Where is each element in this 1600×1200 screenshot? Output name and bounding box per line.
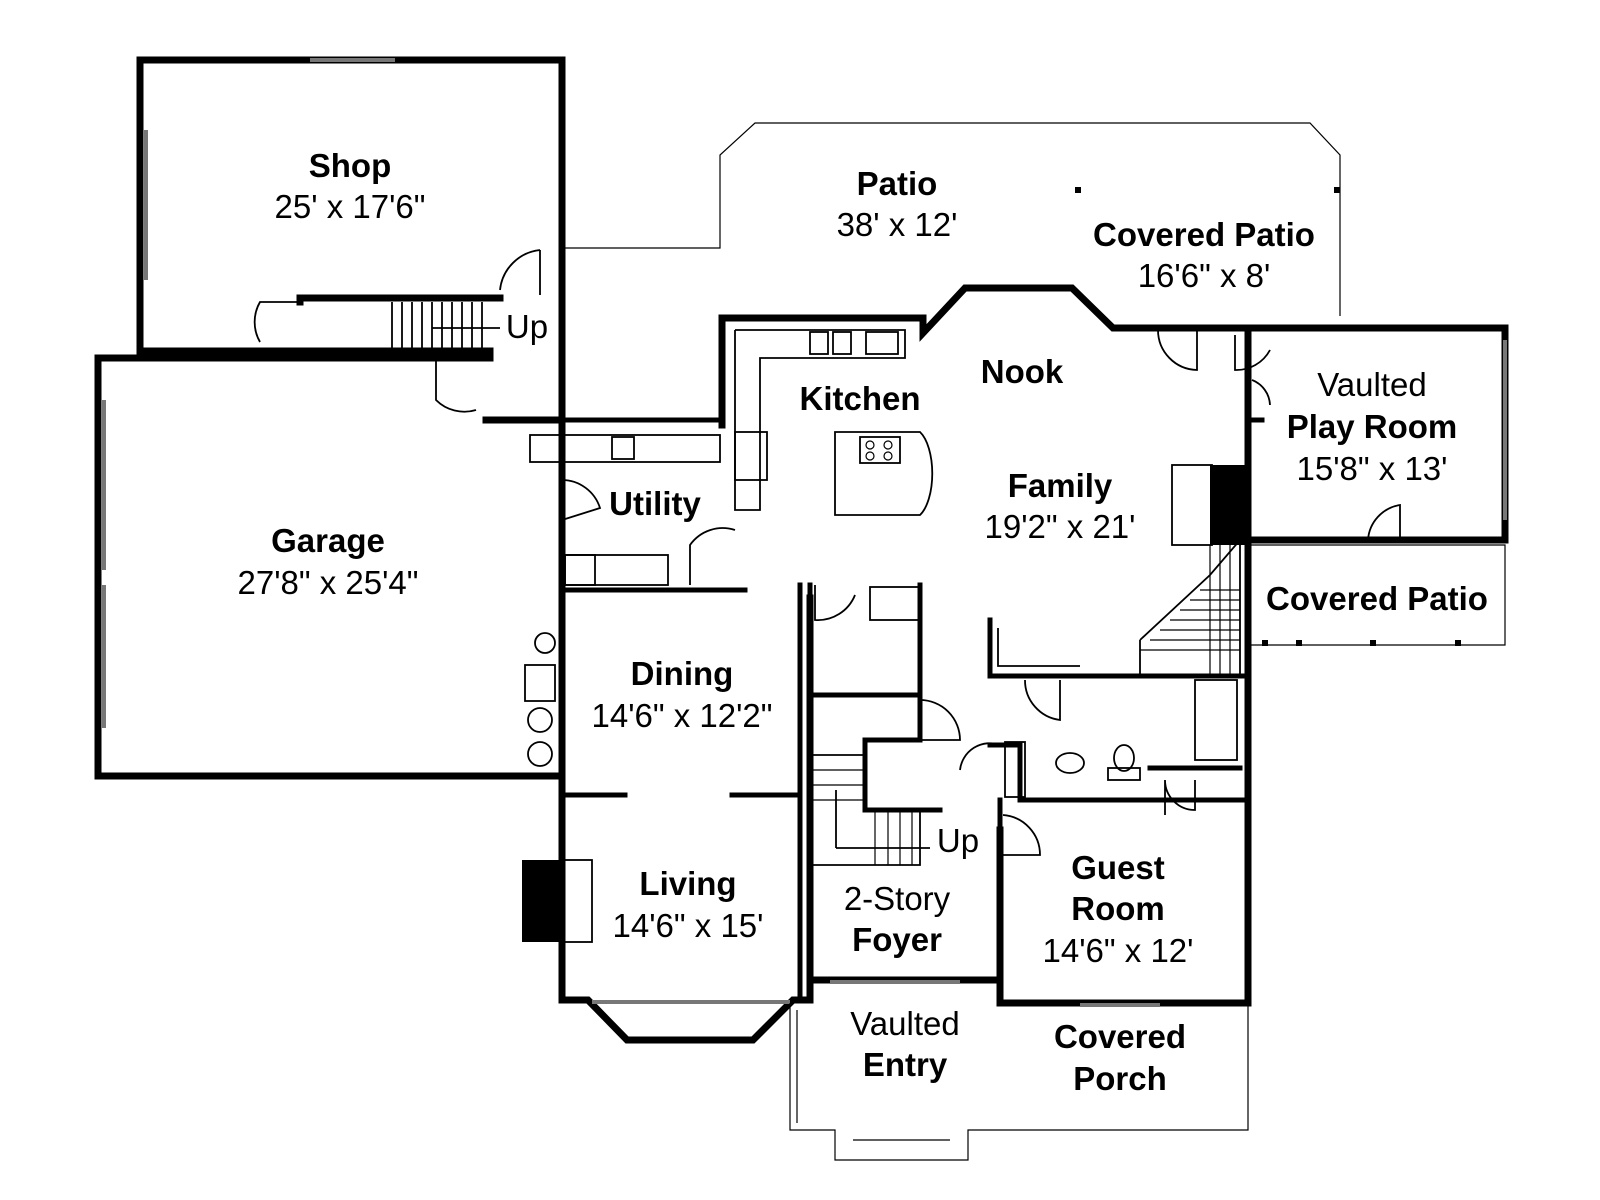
patio-outline bbox=[565, 122, 1341, 316]
nook-label: Nook bbox=[981, 353, 1064, 390]
foyer-stair-up-label: Up bbox=[937, 822, 979, 859]
covered-porch-line2: Porch bbox=[1073, 1060, 1167, 1097]
entry-label: Entry bbox=[863, 1046, 948, 1083]
family-size: 19'2" x 21' bbox=[985, 508, 1136, 545]
playroom-details bbox=[1245, 417, 1508, 646]
covered-patio-size: 16'6" x 8' bbox=[1138, 257, 1271, 294]
guest-room-line2: Room bbox=[1071, 890, 1165, 927]
room-labels: Shop 25' x 17'6" Patio 38' x 12' Covered… bbox=[238, 147, 1488, 1097]
garage-walls bbox=[94, 354, 566, 780]
foyer-line2: Foyer bbox=[852, 921, 942, 958]
play-room-size: 15'8" x 13' bbox=[1297, 450, 1448, 487]
utility-label: Utility bbox=[609, 485, 701, 522]
dining-label: Dining bbox=[631, 655, 734, 692]
shop-stair bbox=[391, 302, 500, 351]
garage-size: 27'8" x 25'4" bbox=[238, 564, 419, 601]
kitchen-label: Kitchen bbox=[799, 380, 920, 417]
play-room-label: Play Room bbox=[1287, 408, 1458, 445]
garage-label: Garage bbox=[271, 522, 385, 559]
exterior-walls bbox=[558, 56, 1509, 1044]
covered-porch-line1: Covered bbox=[1054, 1018, 1186, 1055]
dining-size: 14'6" x 12'2" bbox=[592, 697, 773, 734]
guest-room-size: 14'6" x 12' bbox=[1043, 932, 1194, 969]
covered-patio-label: Covered Patio bbox=[1093, 216, 1315, 253]
shop-size: 25' x 17'6" bbox=[275, 188, 426, 225]
patio-label: Patio bbox=[857, 165, 938, 202]
family-label: Family bbox=[1008, 467, 1113, 504]
kitchen-details bbox=[529, 329, 1401, 856]
entry-porch bbox=[789, 980, 1249, 1161]
shop-stair-up-label: Up bbox=[506, 308, 548, 345]
living-label: Living bbox=[639, 865, 736, 902]
entry-qualifier: Vaulted bbox=[850, 1005, 959, 1042]
interior-walls bbox=[522, 417, 1251, 1003]
shop-label: Shop bbox=[309, 147, 391, 184]
covered-patio-2-label: Covered Patio bbox=[1266, 580, 1488, 617]
living-size: 14'6" x 15' bbox=[613, 907, 764, 944]
patio-size: 38' x 12' bbox=[837, 206, 958, 243]
guest-room-line1: Guest bbox=[1071, 849, 1165, 886]
play-room-qualifier: Vaulted bbox=[1317, 366, 1426, 403]
foyer-stair bbox=[810, 754, 930, 866]
foyer-line1: 2-Story bbox=[844, 880, 951, 917]
family-stair bbox=[1139, 537, 1241, 677]
